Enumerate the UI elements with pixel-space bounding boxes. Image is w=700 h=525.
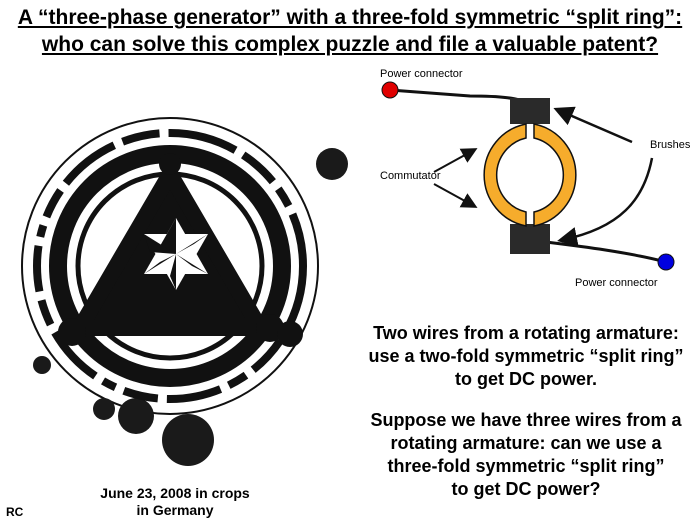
- wire-top: [389, 88, 531, 106]
- crop-caption-line-2: in Germany: [136, 502, 214, 518]
- triangle-dot-top: [159, 153, 181, 175]
- segmented-ring: [33, 129, 307, 403]
- desc1-line-2: use a two-fold symmetric “split ring”: [368, 346, 684, 366]
- credit-text: RC: [6, 505, 24, 519]
- desc2-line-1: Suppose we have three wires from a: [370, 410, 682, 430]
- ring-half-right: [533, 123, 577, 227]
- outer-dot-bottom-large: [162, 414, 214, 466]
- title-line-1: A “three-phase generator” with a three-f…: [17, 6, 683, 29]
- label-power-connector-bottom: Power connector: [575, 277, 658, 289]
- title-line-2: who can solve this complex puzzle and fi…: [41, 33, 659, 56]
- outer-dot-right: [316, 148, 348, 180]
- outer-dot-bottom-mid: [118, 398, 154, 434]
- outer-dot-bottom-small: [93, 398, 115, 420]
- desc1-line-1: Two wires from a rotating armature:: [373, 323, 679, 343]
- triangle-dot-right: [256, 314, 284, 342]
- power-dot-top: [381, 81, 399, 99]
- desc2-line-2: rotating armature: can we use a: [390, 433, 662, 453]
- arrow-brush-top: [553, 106, 633, 144]
- triangle-dot-left: [58, 318, 86, 346]
- crop-caption-line-1: June 23, 2008 in crops: [100, 485, 250, 501]
- triangle-dot-right-large: [277, 321, 303, 347]
- page-title: A “three-phase generator” with a three-f…: [0, 4, 700, 58]
- arrow-commutator-upper: [433, 148, 478, 173]
- label-commutator: Commutator: [380, 170, 441, 182]
- desc2-line-4: to get DC power?: [451, 479, 601, 499]
- brush-bottom: [510, 224, 550, 254]
- split-ring-diagram: [381, 81, 675, 271]
- outer-ring: [21, 117, 319, 415]
- wire-bottom: [529, 238, 667, 264]
- description-two-fold: Two wires from a rotating armature: use …: [352, 322, 700, 391]
- label-power-connector-top: Power connector: [380, 68, 463, 80]
- arrow-brush-bottom: [557, 157, 654, 247]
- arrow-commutator-lower: [433, 183, 478, 208]
- power-dot-bottom: [657, 253, 675, 271]
- ring-half-left: [483, 123, 527, 227]
- outer-dot-left: [33, 356, 51, 374]
- crop-circle-image: [21, 117, 348, 466]
- brush-top: [510, 98, 550, 124]
- desc1-line-3: to get DC power.: [454, 369, 597, 389]
- label-brushes: Brushes: [650, 139, 691, 151]
- desc2-line-3: three-fold symmetric “split ring”: [387, 456, 665, 476]
- description-three-fold: Suppose we have three wires from a rotat…: [352, 409, 700, 501]
- crop-caption: June 23, 2008 in crops in Germany: [90, 485, 260, 519]
- star-of-david: [144, 218, 208, 290]
